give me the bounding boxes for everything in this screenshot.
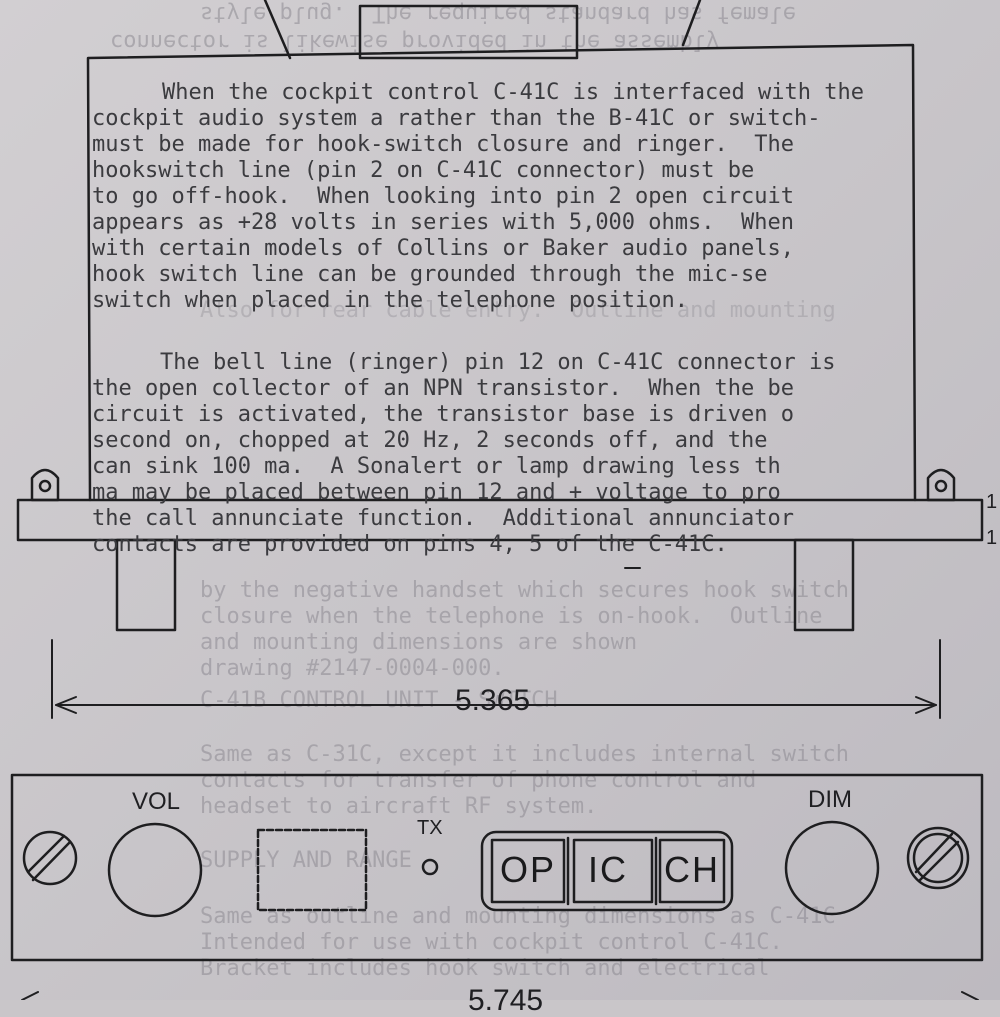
- mounting-foot-left: [115, 538, 177, 632]
- bleed-line: headset to aircraft RF system.: [200, 794, 598, 819]
- mounting-foot-right: [793, 538, 855, 632]
- bottom-dimension-label: 5.745: [468, 984, 544, 1017]
- text-line: with certain models of Collins or Baker …: [92, 236, 794, 261]
- vol-knob: [107, 822, 203, 918]
- bottom-dimension: [21, 991, 979, 1000]
- text-line: hook switch line can be grounded through…: [92, 262, 768, 287]
- edge-mark-upper: 1: [986, 491, 998, 513]
- top-dimension-label: 5.365: [455, 684, 531, 717]
- op-button-frame: [490, 838, 566, 904]
- text-line: ma may be placed between pin 12 and + vo…: [92, 480, 781, 505]
- ic-button-label: IC: [588, 849, 628, 890]
- vol-label: VOL: [132, 788, 181, 815]
- text-line: must be made for hook-switch closure and…: [92, 132, 794, 157]
- screw-left: [22, 830, 78, 886]
- text-line: The bell line (ringer) pin 12 on C-41C c…: [160, 350, 836, 375]
- clip-left: [30, 468, 60, 502]
- text-line: to go off-hook. When looking into pin 2 …: [92, 184, 794, 209]
- ic-button-frame: [572, 838, 654, 904]
- bleed-line: closure when the telephone is on-hook. O…: [200, 604, 823, 629]
- ch-button-frame: [658, 838, 726, 904]
- bleed-line: SUPPLY AND RANGE: [200, 848, 412, 873]
- tx-indicator: [421, 858, 439, 876]
- bleed-line: and mounting dimensions are shown: [200, 630, 638, 655]
- text-line: cockpit audio system a rather than the B…: [92, 106, 821, 131]
- dim-label: DIM: [808, 786, 852, 813]
- bleed-line: Intended for use with cockpit control C-…: [200, 930, 783, 955]
- screw-right: [906, 826, 970, 890]
- front-panel: [10, 773, 984, 962]
- front-panel-outline: [10, 773, 984, 962]
- bleed-line: by the negative handset which secures ho…: [200, 578, 850, 603]
- display-window: [256, 828, 368, 912]
- cable-left: [263, 0, 292, 60]
- top-dimension: [51, 639, 941, 719]
- text-line: hookswitch line (pin 2 on C-41C connecto…: [92, 158, 755, 183]
- ch-button-label: CH: [664, 849, 720, 890]
- unit-body-outline: [86, 43, 917, 502]
- text-line: can sink 100 ma. A Sonalert or lamp draw…: [92, 454, 781, 479]
- top-view-unit: [16, 0, 984, 632]
- text-line: second on, chopped at 20 Hz, 2 seconds o…: [92, 428, 768, 453]
- text-line: contacts are provided on pins 4, 5 of th…: [92, 532, 728, 557]
- text-line: the open collector of an NPN transistor.…: [92, 376, 794, 401]
- text-line: When the cockpit control C-41C is interf…: [162, 80, 864, 105]
- bleed-line: Also for rear cable entry. Outline and m…: [200, 298, 836, 323]
- clip-right-hole: [934, 479, 948, 493]
- mounting-flange: [16, 498, 984, 542]
- op-button-label: OP: [500, 849, 557, 890]
- clip-right: [926, 468, 956, 502]
- text-line: circuit is activated, the transistor bas…: [92, 402, 794, 427]
- bleed-line: Bracket includes hook switch and electri…: [200, 956, 770, 981]
- text-line: appears as +28 volts in series with 5,00…: [92, 210, 794, 235]
- bleed-line: drawing #2147-0004-000.: [200, 656, 505, 681]
- dim-knob: [784, 820, 880, 916]
- connector-block: [358, 4, 579, 60]
- bleed-line: Same as C-31C, except it includes intern…: [200, 742, 850, 767]
- tx-label: TX: [417, 817, 443, 839]
- clip-left-hole: [38, 479, 52, 493]
- edge-mark-lower: 1: [986, 527, 998, 549]
- text-line: the call annunciate function. Additional…: [92, 506, 794, 531]
- text-line: switch when placed in the telephone posi…: [92, 288, 689, 313]
- cable-right: [681, 0, 702, 47]
- button-bezel: [480, 830, 734, 912]
